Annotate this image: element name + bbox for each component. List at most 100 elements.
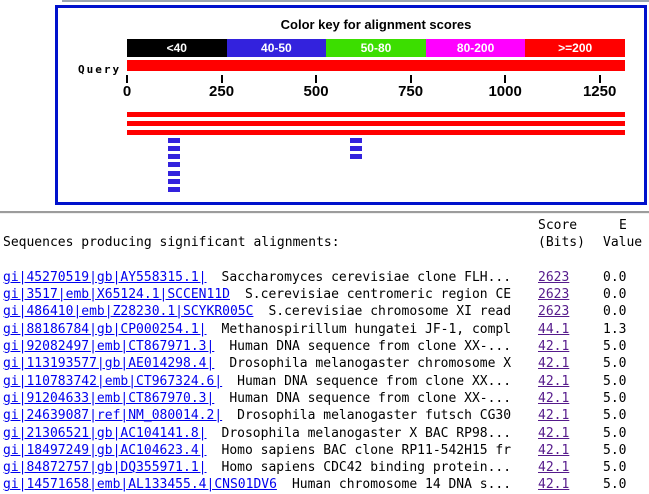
color-key-title: Color key for alignment scores [280, 17, 472, 32]
hit-bar[interactable] [127, 130, 625, 135]
score-link[interactable]: 42.1 [538, 425, 570, 441]
key-band: <40 [127, 39, 227, 57]
sequence-id-link[interactable]: gi|486410|emb|Z28230.1|SCYKR005C [3, 304, 254, 320]
sequence-id-link[interactable]: gi|91204633|emb|CT867970.3| [3, 390, 215, 406]
alignment-row: gi|88186784|gb|CP000254.1| Methanospirill… [0, 321, 649, 338]
hit-dash[interactable] [168, 145, 181, 151]
sequence-description: Human chromosome 14 DNA s... [291, 477, 512, 493]
section-divider [0, 211, 649, 214]
axis-tick-label: 0 [122, 83, 132, 100]
key-band: 40-50 [226, 39, 327, 57]
evalue: 5.0 [603, 373, 627, 389]
alignment-row: gi|486410|emb|Z28230.1|SCYKR005C S.cerevi… [0, 303, 649, 320]
axis-tick-label: 750 [398, 83, 424, 100]
query-label: Query [78, 63, 122, 76]
axis-tick [598, 75, 601, 83]
sequence-description: S.cerevisiae chromosome XI read [268, 304, 512, 320]
evalue: 5.0 [603, 339, 627, 355]
hit-dash[interactable] [168, 170, 181, 176]
sequence-id-link[interactable]: gi|14571658|emb|AL133455.4|CNS01DV6 [3, 477, 277, 493]
sequence-id-link[interactable]: gi|45270519|gb|AY558315.1| [3, 269, 207, 285]
axis-tick [504, 75, 507, 83]
hit-dash[interactable] [168, 137, 181, 143]
score-link[interactable]: 42.1 [538, 408, 570, 424]
score-link[interactable]: 42.1 [538, 442, 570, 458]
sequence-description: Human DNA sequence from clone XX-... [229, 339, 512, 355]
alignment-row: gi|3517|emb|X65124.1|SCCEN11D S.cerevisia… [0, 286, 649, 303]
hit-dash[interactable] [168, 154, 181, 160]
axis-tick-label: 500 [303, 83, 329, 100]
alignment-row: gi|45270519|gb|AY558315.1| Saccharomyces … [0, 269, 649, 286]
evalue-header: E [619, 218, 627, 233]
evalue: 5.0 [603, 356, 627, 372]
sequence-description: Drosophila melanogaster chromosome X [229, 356, 512, 372]
score-header-units: (Bits) [538, 235, 585, 251]
evalue: 0.0 [603, 269, 627, 285]
sequence-description: Homo sapiens BAC clone RP11-542H15 fr [221, 442, 512, 458]
sequence-description: Methanospirillum hungatei JF-1, compl [221, 321, 512, 337]
score-link[interactable]: 42.1 [538, 460, 570, 476]
score-link[interactable]: 2623 [538, 287, 570, 303]
hit-dash[interactable] [349, 137, 362, 143]
sequence-id-link[interactable]: gi|92082497|emb|CT867971.3| [3, 339, 215, 355]
hit-bar[interactable] [127, 112, 625, 117]
hit-dash[interactable] [168, 187, 181, 193]
evalue: 5.0 [603, 390, 627, 406]
evalue: 0.0 [603, 304, 627, 320]
alignment-row: gi|110783742|emb|CT967324.6| Human DNA se… [0, 373, 649, 390]
score-link[interactable]: 42.1 [538, 356, 570, 372]
axis-tick-label: 1250 [582, 83, 617, 100]
query-bar [127, 60, 625, 71]
axis-tick [126, 75, 128, 83]
alignment-row: gi|84872757|gb|DQ355971.1|Homo sapiens C… [0, 459, 649, 476]
axis-tick [315, 75, 318, 83]
axis-tick [220, 75, 223, 83]
hit-dash[interactable] [349, 145, 362, 151]
sequence-id-link[interactable]: gi|24639087|ref|NM_080014.2| [3, 408, 223, 424]
key-band: 80-200 [425, 39, 526, 57]
spacer-line [0, 252, 649, 269]
sequence-description: Drosophila melanogaster X BAC RP98... [221, 425, 512, 441]
sequence-id-link[interactable]: gi|88186784|gb|CP000254.1| [3, 321, 207, 337]
sequence-id-link[interactable]: gi|21306521|gb|AC104141.8| [3, 425, 207, 441]
alignment-rows: gi|45270519|gb|AY558315.1| Saccharomyces … [0, 269, 649, 494]
evalue: 1.3 [603, 321, 627, 337]
alignment-row: gi|14571658|emb|AL133455.4|CNS01DV6 Human… [0, 476, 649, 493]
sequence-description: Human DNA sequence from clone XX... [237, 373, 512, 389]
table-caption: Sequences producing significant alignmen… [3, 235, 340, 251]
score-link[interactable]: 42.1 [538, 390, 570, 406]
score-link[interactable]: 2623 [538, 269, 570, 285]
evalue: 5.0 [603, 442, 627, 458]
score-link[interactable]: 42.1 [538, 339, 570, 355]
score-link[interactable]: 44.1 [538, 321, 570, 337]
alignment-listing: Score E Sequences producing significant … [0, 217, 649, 494]
hit-bar[interactable] [127, 121, 625, 126]
axis-tick-label: 250 [209, 83, 235, 100]
sequence-description: Drosophila melanogaster futsch CG30 [237, 408, 512, 424]
sequence-description: Saccharomyces cerevisiae clone FLH... [221, 269, 512, 285]
alignment-row: gi|18497249|gb|AC104623.4| Homo sapiens B… [0, 442, 649, 459]
evalue: 5.0 [603, 425, 627, 441]
sequence-id-link[interactable]: gi|110783742|emb|CT967324.6| [3, 373, 223, 389]
hit-dash[interactable] [168, 179, 181, 184]
hit-dash[interactable] [349, 154, 362, 160]
score-link[interactable]: 2623 [538, 304, 570, 320]
sequence-id-link[interactable]: gi|3517|emb|X65124.1|SCCEN11D [3, 287, 230, 303]
score-link[interactable]: 42.1 [538, 477, 570, 493]
alignment-row: gi|24639087|ref|NM_080014.2| Drosophila m… [0, 407, 649, 424]
evalue: 0.0 [603, 287, 627, 303]
sequence-id-link[interactable]: gi|113193577|gb|AE014298.4| [3, 356, 215, 372]
score-link[interactable]: 42.1 [538, 373, 570, 389]
evalue-header-label: Value [603, 235, 643, 251]
hit-dash[interactable] [168, 162, 181, 168]
score-header: Score [538, 218, 578, 233]
sequence-id-link[interactable]: gi|84872757|gb|DQ355971.1| [3, 460, 207, 476]
alignment-row: gi|92082497|emb|CT867971.3| Human DNA seq… [0, 338, 649, 355]
sequence-description: S.cerevisiae centromeric region CE [244, 287, 512, 303]
alignment-row: gi|21306521|gb|AC104141.8| Drosophila mel… [0, 425, 649, 442]
evalue: 5.0 [603, 477, 627, 493]
sequence-id-link[interactable]: gi|18497249|gb|AC104623.4| [3, 442, 207, 458]
sequence-description: Human DNA sequence from clone XX-... [229, 390, 512, 406]
